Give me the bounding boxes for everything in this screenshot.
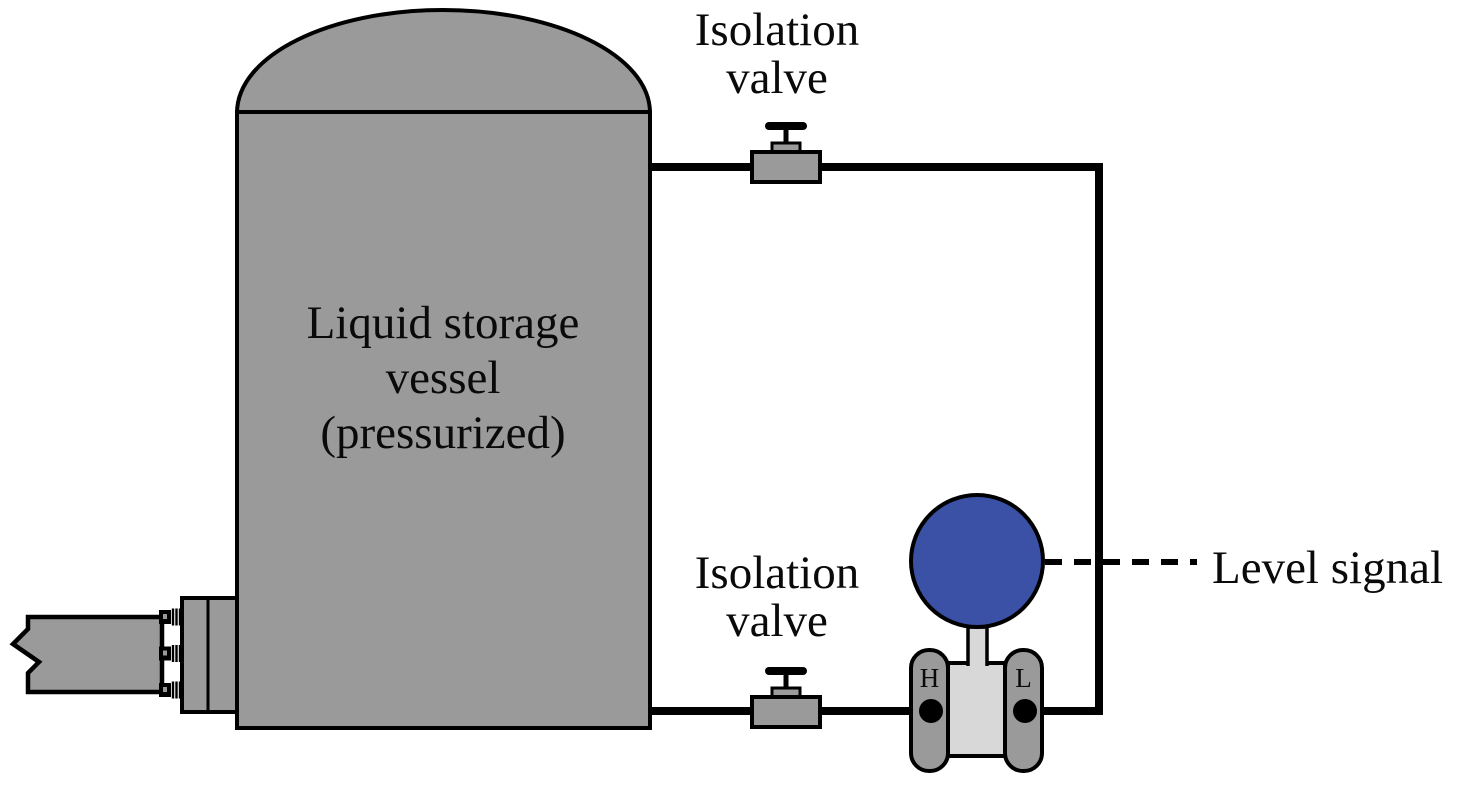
storage-vessel: Liquid storage vessel (pressurized)	[235, 7, 652, 730]
flange-bolt-top	[159, 608, 182, 626]
transmitter-body	[946, 661, 1007, 758]
level-signal-label: Level signal	[1212, 542, 1443, 594]
isolation-valve-bottom-label-line2: valve	[726, 595, 828, 647]
isolation-valve-top-icon	[750, 122, 822, 184]
low-port-label: L	[1015, 663, 1032, 693]
process-pipe-flange	[9, 596, 239, 714]
isolation-valve-top-label: Isolation valve	[695, 4, 859, 104]
vessel-shell	[235, 110, 652, 730]
transmitter-neck	[966, 625, 989, 666]
impulse-piping	[650, 163, 1103, 715]
isolation-valve-bottom-label-line1: Isolation	[695, 547, 859, 599]
transmitter-head	[909, 493, 1045, 629]
bolt-head-face	[163, 650, 167, 656]
low-port-connection-dot	[1013, 699, 1037, 723]
broken-pipe	[9, 614, 165, 695]
bolt-head-face	[163, 687, 167, 692]
flange-bolt-bottom	[159, 681, 182, 699]
isolation-valve-bottom-label: Isolation valve	[695, 547, 859, 647]
valve-body	[750, 150, 822, 184]
vessel-dome	[235, 7, 652, 118]
flange-bolt-middle	[159, 645, 182, 662]
high-port-label: H	[920, 663, 940, 693]
vessel-label-line3: (pressurized)	[320, 407, 565, 459]
valve-body	[750, 695, 822, 729]
isolation-valve-top-label-line1: Isolation	[695, 4, 859, 56]
vessel-label-line2: vessel	[386, 352, 501, 404]
upper-impulse-pipe	[650, 163, 1103, 711]
high-port-connection-dot	[919, 699, 943, 723]
isolation-valve-top-label-line2: valve	[726, 52, 828, 104]
dp-level-transmitter: H L	[909, 493, 1045, 773]
bolt-head-face	[163, 614, 167, 619]
vessel-label-line1: Liquid storage	[307, 297, 580, 349]
isolation-valve-bottom-icon	[750, 667, 822, 729]
